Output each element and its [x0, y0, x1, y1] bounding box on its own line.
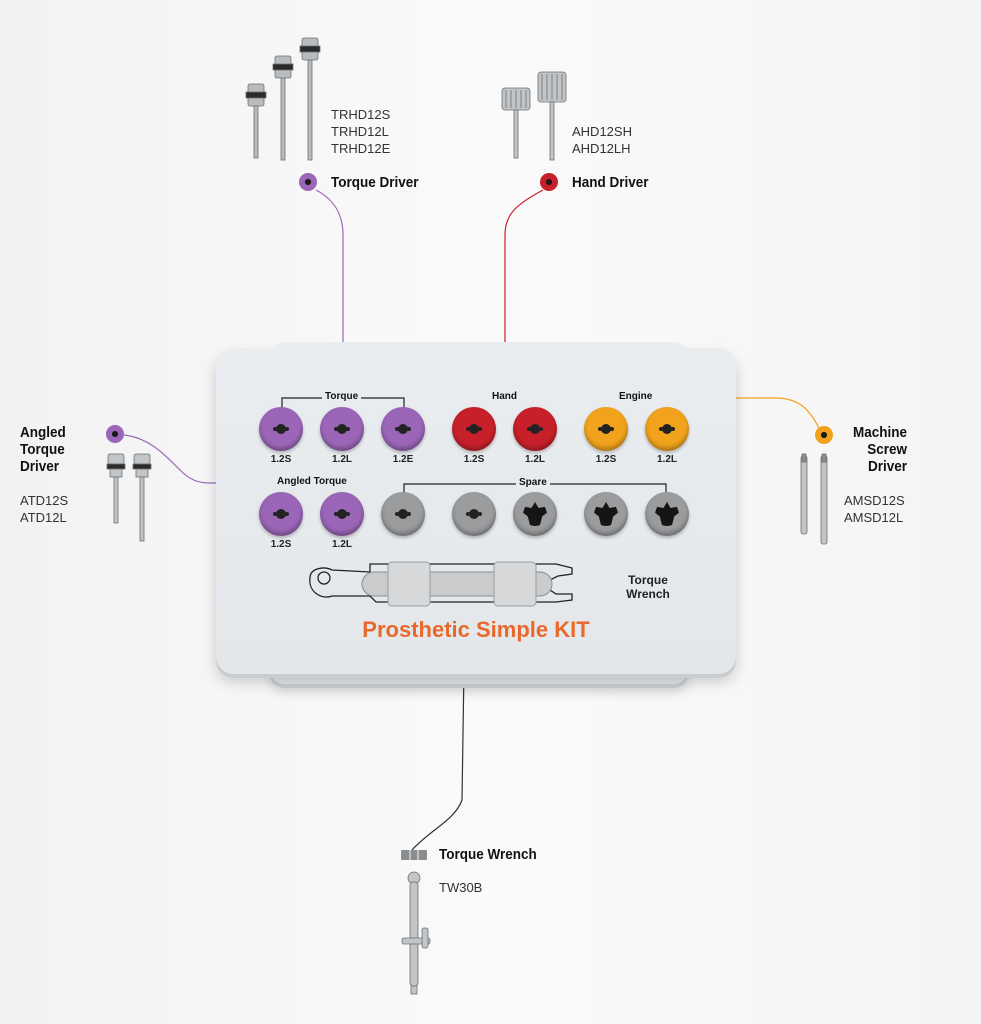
torque-wrench-instrument — [401, 871, 431, 995]
machine-screw-driver-code-1: AMSD12S — [844, 493, 905, 508]
hand-driver-code-1: AHD12SH — [572, 124, 632, 139]
machine-screw-driver-title-3: Driver — [867, 458, 907, 475]
slot-spare-2 — [452, 492, 496, 536]
tray-wrench-label-1: Torque — [628, 573, 668, 587]
torque-wrench-title: Torque Wrench — [439, 846, 537, 863]
group-label-hand: Hand — [492, 391, 517, 402]
angled-torque-driver-title-3: Driver — [20, 458, 60, 475]
angled-torque-connector — [123, 434, 274, 487]
hand-driver-marker — [540, 173, 558, 191]
angled-torque-driver-code-2: ATD12L — [20, 510, 67, 525]
torque-wrench-connector — [411, 600, 469, 851]
angled-torque-driver-instruments — [106, 453, 152, 542]
slot-torque-1.2e — [381, 407, 425, 451]
slot-angled-torque-1.2l — [320, 492, 364, 536]
slot-engine-1.2s — [584, 407, 628, 451]
slot-spare-3 — [513, 492, 557, 536]
slot-torque-1.2l — [320, 407, 364, 451]
torque-driver-marker — [299, 173, 317, 191]
slot-label: 1.2L — [331, 454, 352, 465]
torque-driver-code-3: TRHD12E — [331, 141, 391, 156]
tray-wrench-label-2: Wrench — [626, 587, 670, 601]
torque-driver-title: Torque Driver — [331, 174, 419, 191]
group-label-engine: Engine — [619, 391, 653, 402]
slot-spare-1 — [381, 492, 425, 536]
slot-hand-1.2s — [452, 407, 496, 451]
slot-angled-torque-1.2s — [259, 492, 303, 536]
angled-torque-driver-marker — [106, 425, 124, 443]
torque-driver-connector — [315, 189, 347, 388]
slot-label: 1.2S — [270, 454, 292, 465]
slot-label: 1.2L — [656, 454, 677, 465]
torque-wrench-marker-icon — [401, 850, 427, 860]
angled-torque-driver-title-2: Torque — [20, 441, 65, 458]
slot-hand-1.2l — [513, 407, 557, 451]
torque-driver-code-2: TRHD12L — [331, 124, 389, 139]
slot-label: 1.2S — [270, 539, 292, 550]
hand-driver-connector — [501, 189, 544, 388]
angled-torque-driver-title-1: Angled — [20, 424, 66, 441]
torque-wrench-code: TW30B — [439, 880, 483, 895]
slot-label: 1.2L — [331, 539, 352, 550]
machine-screw-driver-instruments — [800, 453, 828, 545]
slot-engine-1.2l — [645, 407, 689, 451]
slot-label: 1.2S — [595, 454, 617, 465]
slot-spare-5 — [645, 492, 689, 536]
group-label-torque: Torque — [322, 391, 362, 402]
slot-torque-1.2s — [259, 407, 303, 451]
hand-driver-code-2: AHD12LH — [572, 141, 631, 156]
torque-driver-code-1: TRHD12S — [331, 107, 391, 122]
slot-label: 1.2S — [463, 454, 485, 465]
machine-screw-driver-code-2: AMSD12L — [844, 510, 904, 525]
angled-torque-driver-code-1: ATD12S — [20, 493, 69, 508]
group-label-angled-torque: Angled Torque — [277, 476, 347, 487]
slot-spare-4 — [584, 492, 628, 536]
machine-screw-driver-title-1: Machine — [852, 424, 907, 441]
machine-screw-driver-marker — [815, 426, 833, 444]
hand-driver-instruments — [501, 71, 567, 161]
slot-label: 1.2L — [524, 454, 545, 465]
machine-screw-connector — [658, 394, 821, 431]
machine-screw-driver-title-2: Screw — [867, 441, 907, 458]
hand-driver-title: Hand Driver — [572, 174, 649, 191]
group-label-spare: Spare — [516, 477, 550, 488]
torque-wrench-slot — [309, 561, 573, 607]
torque-driver-instruments — [245, 37, 321, 161]
slot-label: 1.2E — [392, 454, 414, 465]
kit-title: Prosthetic Simple KIT — [362, 617, 590, 642]
tray-top-tab — [270, 342, 688, 362]
